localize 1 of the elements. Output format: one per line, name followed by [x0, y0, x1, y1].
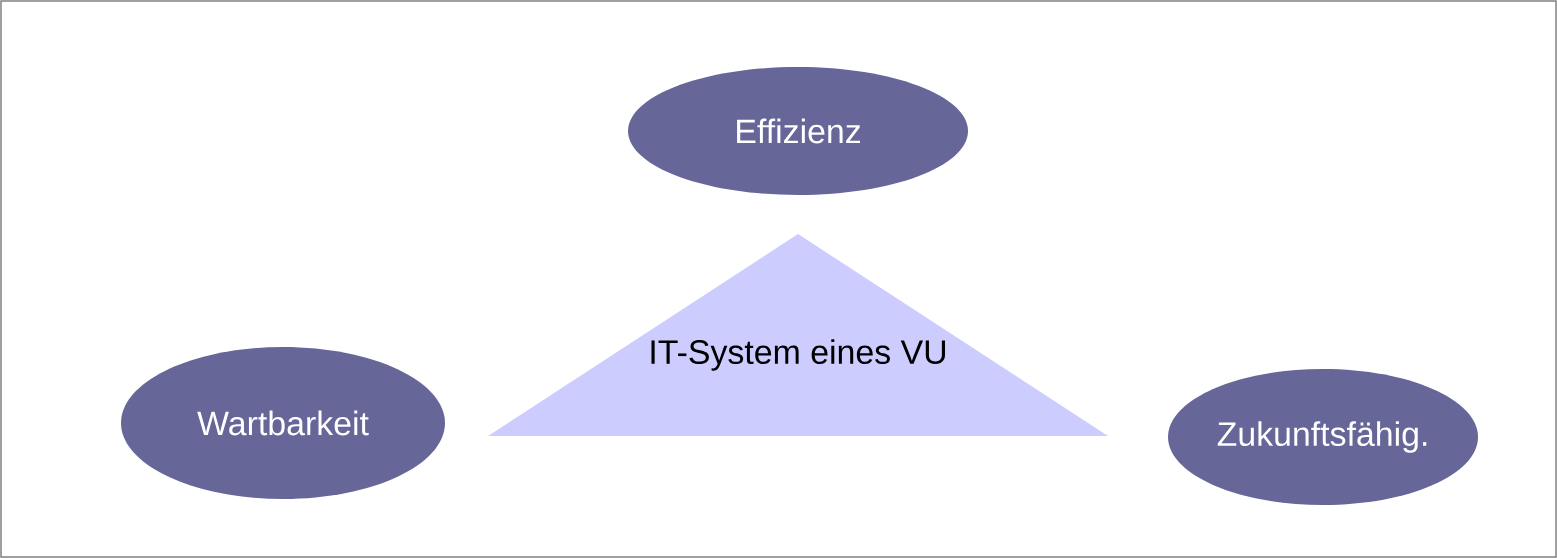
- triangle: IT-System eines VU: [488, 234, 1108, 436]
